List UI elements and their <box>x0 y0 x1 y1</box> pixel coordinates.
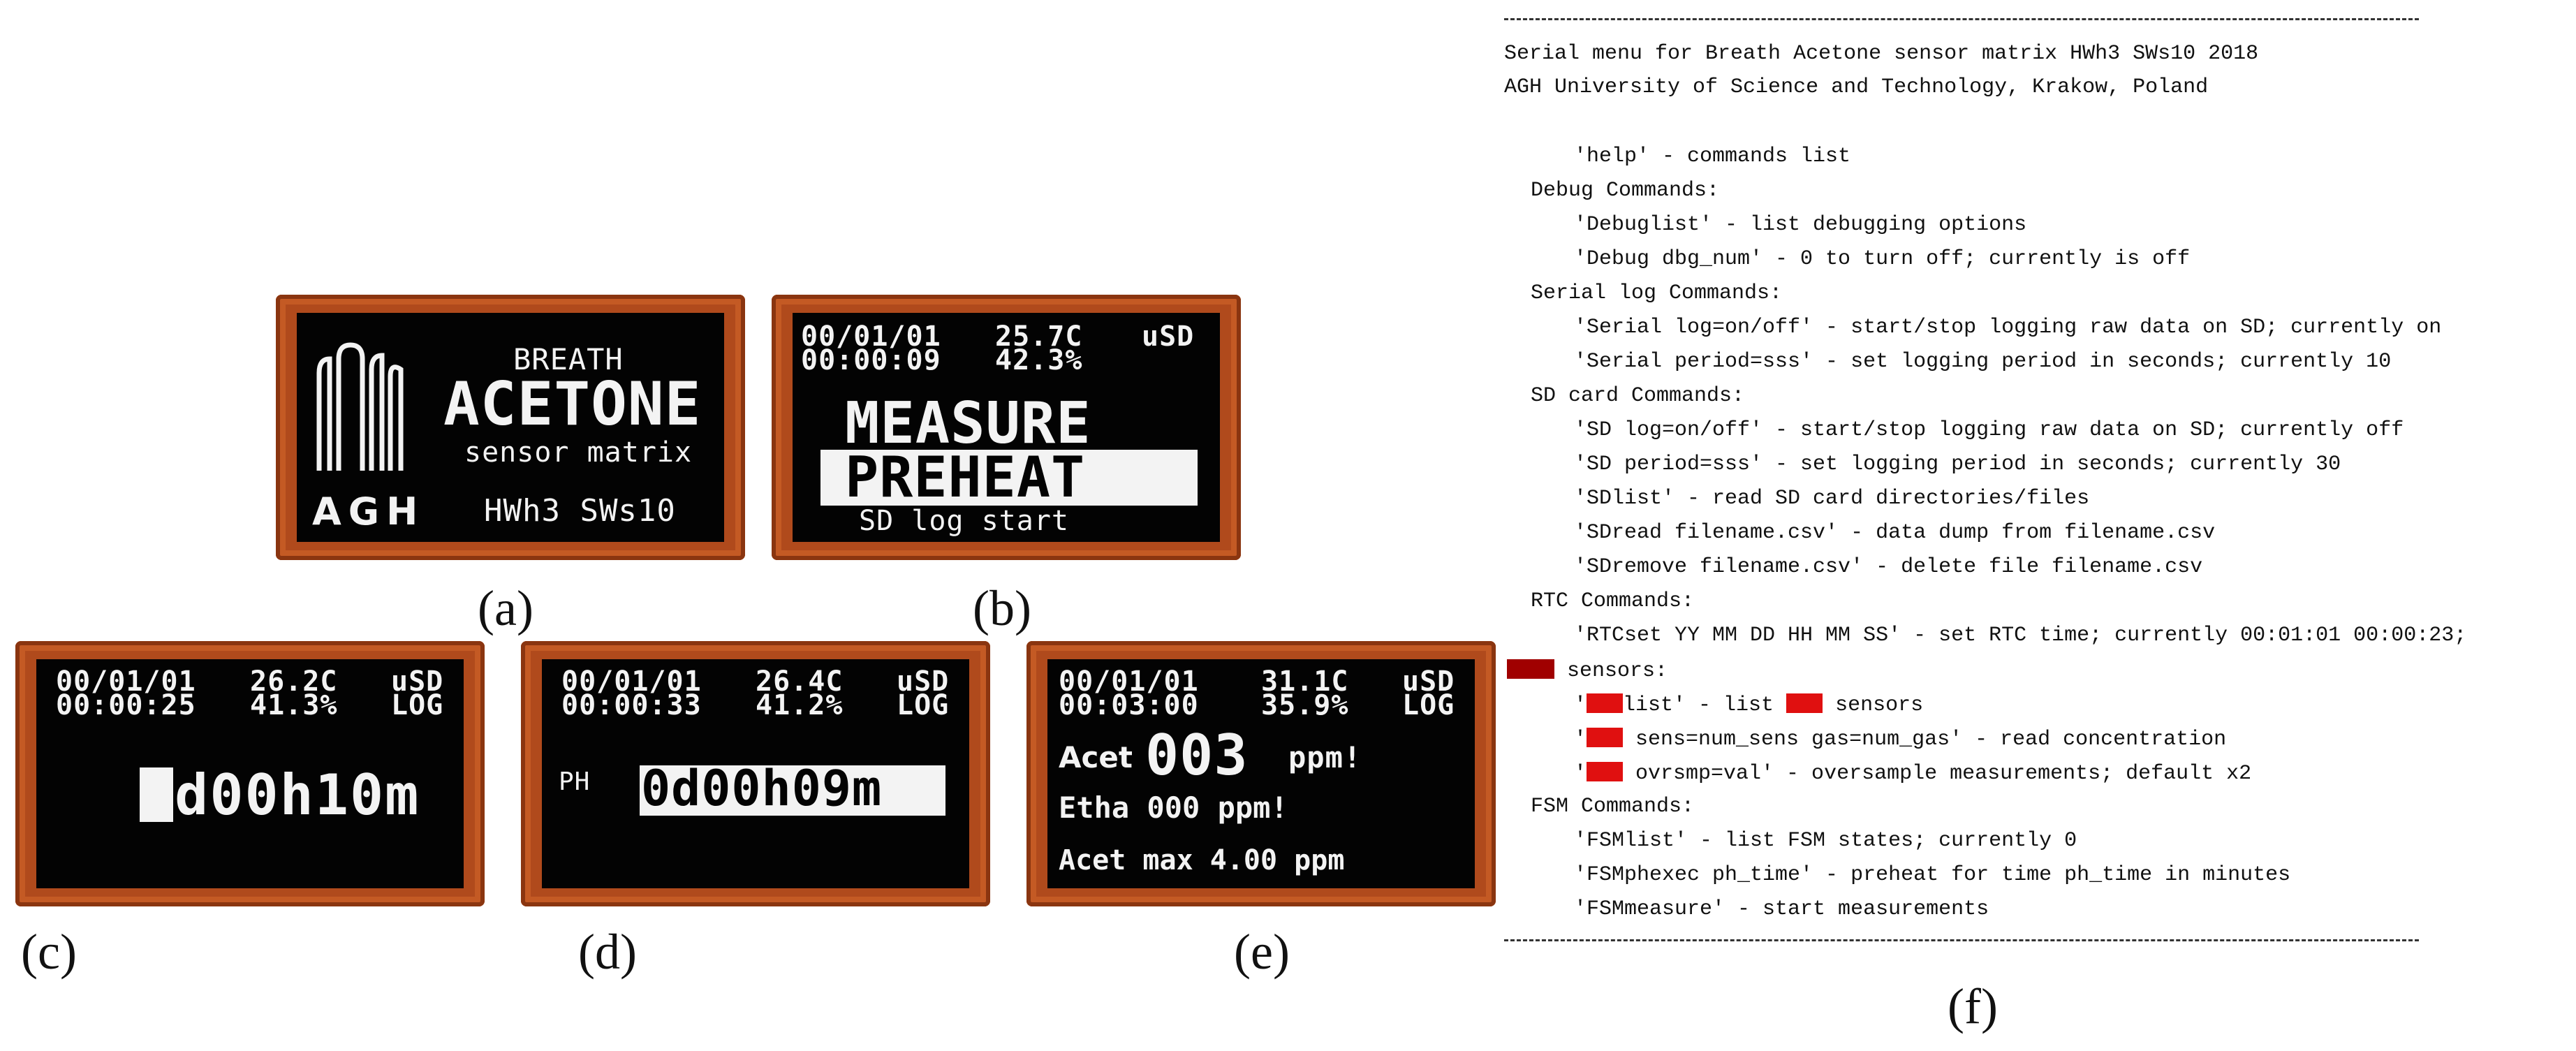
quote-mark: ' <box>1574 693 1587 717</box>
timer-setting[interactable]: 0d00h10m <box>140 763 420 828</box>
serial-command-2: 'Serial period=sss' - set logging period… <box>1574 350 2392 374</box>
sensors-command-1-tail: sensors <box>1823 693 1924 717</box>
agh-emblem-icon <box>316 342 404 471</box>
serial-header: Serial log Commands: <box>1531 281 1783 305</box>
fsm-command-3: 'FSMmeasure' - start measurements <box>1574 897 1989 921</box>
sd-command-4: 'SDread filename.csv' - data dump from f… <box>1574 521 2216 545</box>
menu-item-measure[interactable]: MEASURE <box>845 390 1091 457</box>
breath-text: BREATH <box>513 342 624 376</box>
sensors-command-3-text: ovrsmp=val' - oversample measurements; d… <box>1623 762 2252 786</box>
panel-label-c: (c) <box>21 924 77 980</box>
sensors-command-2-text: sens=num_sens gas=num_gas' - read concen… <box>1623 728 2227 751</box>
panel-label-f: (f) <box>1948 978 1998 1034</box>
panel-label-b: (b) <box>973 580 1031 636</box>
sensors-command-1-text: list' - list <box>1623 693 1787 717</box>
panel-label-d: (d) <box>578 924 637 980</box>
quote-mark: ' <box>1574 762 1587 786</box>
time-text: 00:00:33 <box>561 689 702 721</box>
acetone-max-line: Acet max 4.00 ppm <box>1059 844 1345 876</box>
display-screen-a: BREATH ACETONE sensor matrix AGH HWh3 SW… <box>297 313 724 542</box>
sensors-header: sensors: <box>1554 659 1668 683</box>
acetone-value: 003 <box>1145 723 1249 788</box>
redacted-block <box>1507 659 1554 679</box>
divider-top <box>1504 18 2419 20</box>
panel-label-a: (a) <box>478 580 533 636</box>
temperature-text: 26.2C <box>250 666 338 698</box>
sensors-command-2: ' sens=num_sens gas=num_gas' - read conc… <box>1504 728 2226 750</box>
date-text: 00/01/01 <box>561 666 702 698</box>
redacted-block <box>1786 693 1823 713</box>
time-text: 00:03:00 <box>1059 689 1199 721</box>
display-screen-c: 00/01/01 26.2C uSD 00:00:25 41.3% LOG 0d… <box>36 659 464 888</box>
quote-mark: ' <box>1574 728 1587 751</box>
sd-header: SD card Commands: <box>1531 384 1745 408</box>
redacted-block <box>1587 728 1624 747</box>
acetone-title: ACETONE <box>443 369 702 439</box>
time-text: 00:00:09 <box>801 344 941 376</box>
date-text: 00/01/01 <box>56 666 196 698</box>
humidity-text: 42.3% <box>995 344 1083 376</box>
redacted-block <box>1587 693 1624 713</box>
menu-item-sdlog[interactable]: SD log start <box>859 505 1069 537</box>
divider-bottom <box>1504 939 2419 941</box>
terminal-title-line2: AGH University of Science and Technology… <box>1504 75 2209 99</box>
sensors-command-3: ' ovrsmp=val' - oversample measurements;… <box>1504 762 2251 784</box>
timer-highlight-bar <box>640 765 945 816</box>
humidity-text: 41.3% <box>250 689 338 721</box>
time-text: 00:00:25 <box>56 689 196 721</box>
cursor-block <box>140 767 173 822</box>
log-indicator: LOG <box>1402 689 1455 721</box>
preheat-label: PH <box>559 767 591 796</box>
rtc-command-1: 'RTCset YY MM DD HH MM SS' - set RTC tim… <box>1574 624 2467 647</box>
acetone-unit: ppm! <box>1288 740 1362 774</box>
humidity-text: 41.2% <box>756 689 844 721</box>
date-text: 00/01/01 <box>1059 666 1199 698</box>
help-command: 'help' - commands list <box>1574 145 1851 168</box>
version-text: HWh3 SWs10 <box>484 493 676 529</box>
usd-indicator: uSD <box>1142 321 1195 353</box>
display-screen-b: 00/01/01 25.7C uSD 00:00:09 42.3% MEASUR… <box>793 313 1220 542</box>
serial-command-1: 'Serial log=on/off' - start/stop logging… <box>1574 316 2442 339</box>
debug-header: Debug Commands: <box>1531 179 1720 203</box>
sd-command-2: 'SD period=sss' - set logging period in … <box>1574 453 2341 476</box>
log-indicator: LOG <box>391 689 444 721</box>
usd-indicator: uSD <box>1402 666 1455 698</box>
sd-command-1: 'SD log=on/off' - start/stop logging raw… <box>1574 418 2404 442</box>
redacted-block <box>1587 762 1624 781</box>
debug-command-1: 'Debuglist' - list debugging options <box>1574 213 2027 237</box>
usd-indicator: uSD <box>897 666 950 698</box>
temperature-text: 26.4C <box>756 666 844 698</box>
menu-highlight-bar <box>820 450 1198 506</box>
fsm-header: FSM Commands: <box>1531 795 1695 818</box>
humidity-text: 35.9% <box>1261 689 1349 721</box>
rtc-header: RTC Commands: <box>1531 589 1695 613</box>
display-screen-e: 00/01/01 31.1C uSD 00:03:00 35.9% LOG Ac… <box>1047 659 1475 888</box>
temperature-text: 31.1C <box>1261 666 1349 698</box>
serial-terminal: Serial menu for Breath Acetone sensor ma… <box>1501 0 2576 971</box>
sd-command-3: 'SDlist' - read SD card directories/file… <box>1574 487 2090 510</box>
menu-item-preheat[interactable]: PREHEAT <box>845 445 1086 510</box>
date-text: 00/01/01 <box>801 321 941 353</box>
usd-indicator: uSD <box>391 666 444 698</box>
fsm-command-2: 'FSMphexec ph_time' - preheat for time p… <box>1574 863 2291 887</box>
log-indicator: LOG <box>897 689 950 721</box>
fsm-command-1: 'FSMlist' - list FSM states; currently 0 <box>1574 829 2077 853</box>
panel-label-e: (e) <box>1234 924 1290 980</box>
sensors-header-line: sensors: <box>1504 659 1668 682</box>
ethanol-line: Etha 000 ppm! <box>1059 791 1288 825</box>
sensor-matrix-text: sensor matrix <box>464 436 693 469</box>
terminal-title-line1: Serial menu for Breath Acetone sensor ma… <box>1504 42 2259 66</box>
sd-command-5: 'SDremove filename.csv' - delete file fi… <box>1574 555 2203 579</box>
sensors-command-1: ' list' - list sensors <box>1504 693 1923 716</box>
debug-command-2: 'Debug dbg_num' - 0 to turn off; current… <box>1574 247 2191 271</box>
preheat-timer: 0d00h09m <box>641 760 883 817</box>
temperature-text: 25.7C <box>995 321 1083 353</box>
agh-logo: AGH <box>312 490 425 534</box>
acetone-label: Acet <box>1059 740 1133 774</box>
display-screen-d: 00/01/01 26.4C uSD 00:00:33 41.2% LOG PH… <box>542 659 969 888</box>
